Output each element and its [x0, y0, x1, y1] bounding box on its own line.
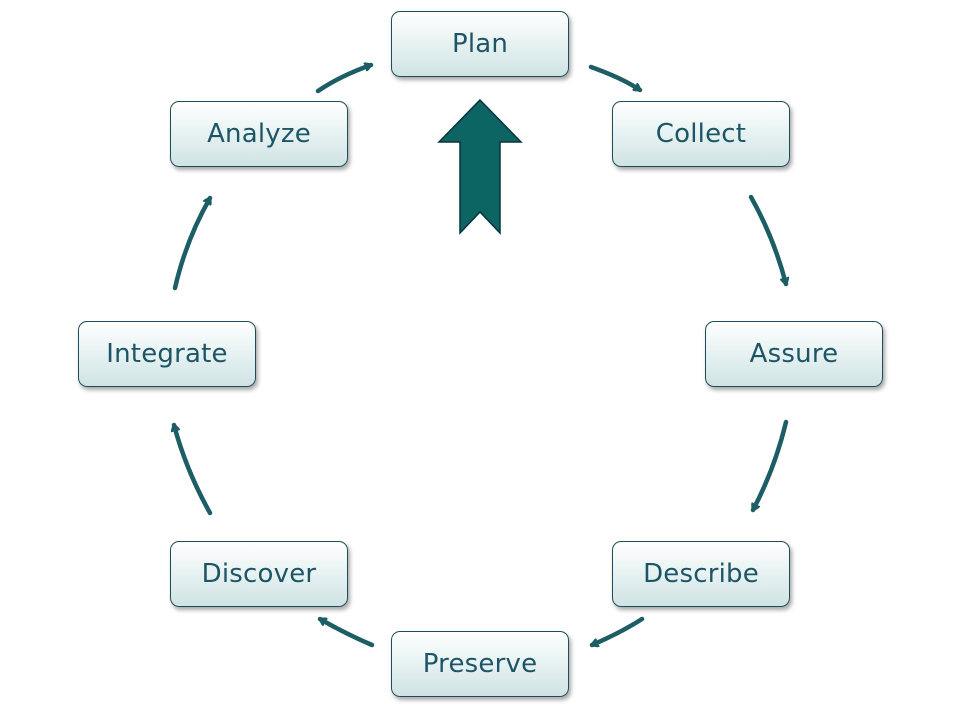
arrow-plan-to-collect [588, 64, 643, 93]
node-discover-label: Discover [201, 559, 317, 589]
node-describe: Describe [612, 541, 790, 607]
arrow-collect-to-assure [748, 194, 786, 287]
node-assure-label: Assure [749, 339, 839, 369]
arrow-discover-to-integrate [174, 422, 213, 516]
node-discover: Discover [170, 541, 348, 607]
start-arrow [437, 98, 523, 235]
arrow-describe-to-preserve [589, 616, 645, 645]
node-preserve: Preserve [391, 631, 569, 697]
arrow-assure-to-describe [750, 419, 789, 513]
node-integrate: Integrate [78, 321, 256, 387]
node-integrate-label: Integrate [106, 339, 228, 369]
node-plan-label: Plan [451, 29, 509, 59]
node-collect: Collect [612, 101, 790, 167]
node-analyze: Analyze [170, 101, 348, 167]
arrow-preserve-to-discover [317, 616, 375, 648]
arrow-integrate-to-analyze [172, 195, 213, 291]
node-collect-label: Collect [655, 119, 747, 149]
node-assure: Assure [705, 321, 883, 387]
node-plan: Plan [391, 11, 569, 77]
arrow-analyze-to-plan [315, 65, 374, 94]
node-preserve-label: Preserve [422, 649, 538, 679]
node-describe-label: Describe [643, 559, 759, 589]
node-analyze-label: Analyze [207, 119, 311, 149]
